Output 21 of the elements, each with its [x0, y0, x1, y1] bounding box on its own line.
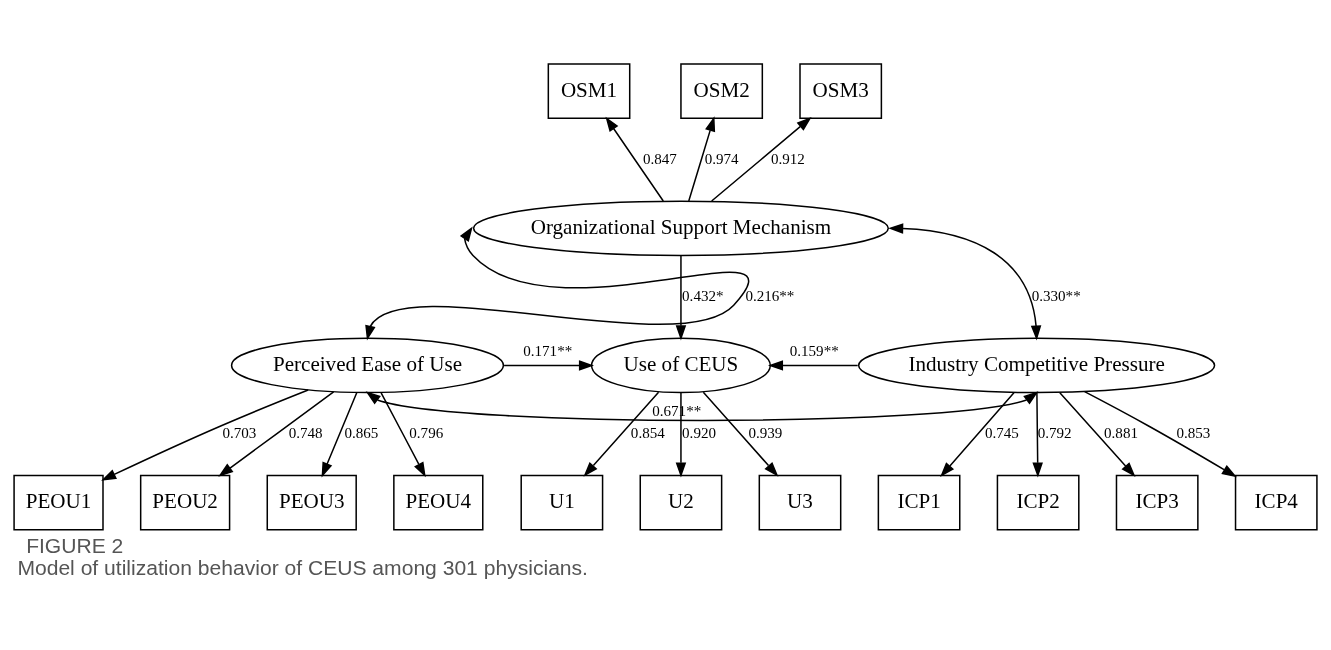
edge-label: 0.847 — [642, 149, 677, 166]
edge-label: 0.974 — [704, 149, 739, 166]
edge-label: 0.745 — [985, 424, 1019, 441]
edge-label: 0.853 — [1176, 424, 1211, 441]
edge-label: 0.171** — [523, 342, 573, 359]
edge-label: 0.854 — [630, 424, 665, 441]
edge-label: 0.920 — [682, 424, 716, 441]
edge-label: 0.216** — [745, 287, 795, 304]
edge-label: 0.703 — [222, 424, 257, 441]
edge-label: 0.796 — [409, 424, 444, 441]
edge-label: 0.159** — [789, 342, 839, 359]
diagram-title: FIGURE 2 — [26, 533, 124, 557]
edge-label: 0.912 — [771, 149, 805, 166]
caption: Model of utilization behavior of CEUS among 301 physicians. — [17, 555, 588, 579]
edge-label: 0.432* — [682, 287, 724, 304]
edge-label: 0.748 — [288, 424, 323, 441]
edge-label: 0.881 — [1104, 424, 1138, 441]
edge-label: 0.330** — [1031, 287, 1081, 304]
edge-label: 0.865 — [344, 424, 379, 441]
edge-label: 0.792 — [1037, 424, 1072, 441]
edge-label: 0.939 — [748, 424, 783, 441]
